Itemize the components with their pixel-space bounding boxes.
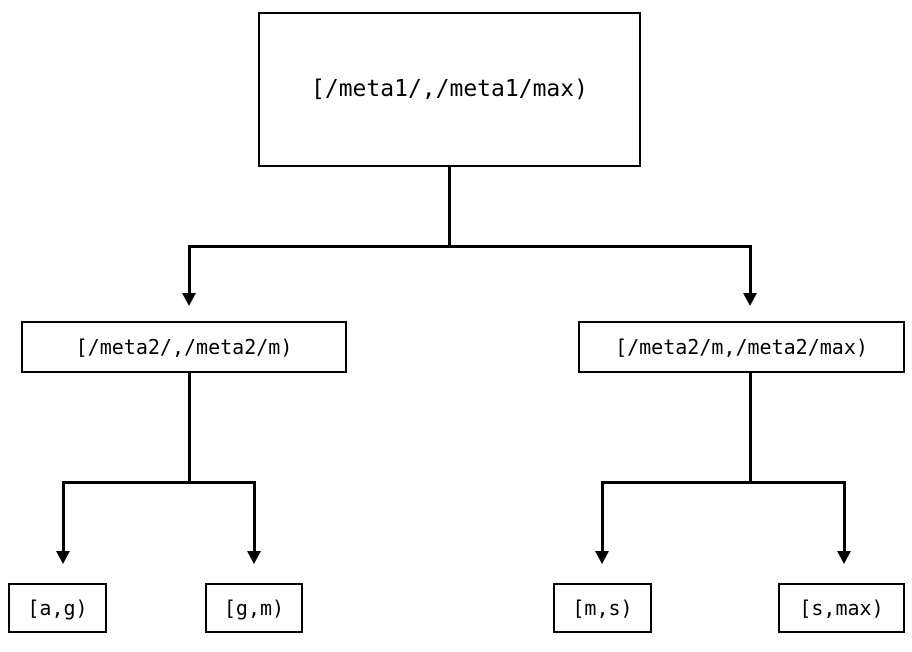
arrowhead-mid-right-to-leaf3 bbox=[595, 551, 609, 564]
edge-mid-right-to-leaf4-drop bbox=[843, 481, 846, 551]
edge-root-bus bbox=[188, 245, 752, 248]
edge-mid-left-stem bbox=[188, 373, 191, 484]
tree-node-leaf-a-g-label: [a,g) bbox=[27, 596, 88, 620]
edge-root-to-mid-right-drop bbox=[749, 245, 752, 293]
tree-node-leaf-s-max[interactable]: [s,max) bbox=[778, 583, 905, 633]
edge-mid-left-bus bbox=[62, 481, 256, 484]
edge-root-to-mid-left-drop bbox=[188, 245, 191, 293]
arrowhead-mid-left-to-leaf1 bbox=[56, 551, 70, 564]
tree-node-mid-right[interactable]: [/meta2/m,/meta2/max) bbox=[578, 321, 905, 373]
tree-node-leaf-m-s-label: [m,s) bbox=[572, 596, 633, 620]
tree-node-leaf-m-s[interactable]: [m,s) bbox=[553, 583, 652, 633]
tree-node-root-label: [/meta1/,/meta1/max) bbox=[311, 76, 588, 102]
edge-mid-right-stem bbox=[749, 373, 752, 484]
tree-node-leaf-s-max-label: [s,max) bbox=[799, 596, 884, 620]
tree-node-mid-left-label: [/meta2/,/meta2/m) bbox=[75, 335, 293, 359]
tree-node-mid-right-label: [/meta2/m,/meta2/max) bbox=[615, 335, 868, 359]
tree-node-leaf-g-m[interactable]: [g,m) bbox=[205, 583, 303, 633]
edge-root-stem bbox=[448, 167, 451, 247]
edge-mid-left-to-leaf1-drop bbox=[62, 481, 65, 551]
edge-mid-right-bus bbox=[601, 481, 846, 484]
edge-mid-right-to-leaf3-drop bbox=[601, 481, 604, 551]
tree-node-root[interactable]: [/meta1/,/meta1/max) bbox=[258, 12, 641, 167]
edge-mid-left-to-leaf2-drop bbox=[253, 481, 256, 551]
tree-node-mid-left[interactable]: [/meta2/,/meta2/m) bbox=[21, 321, 347, 373]
arrowhead-mid-right-to-leaf4 bbox=[837, 551, 851, 564]
arrowhead-root-to-mid-left bbox=[182, 293, 196, 306]
tree-node-leaf-a-g[interactable]: [a,g) bbox=[8, 583, 107, 633]
arrowhead-root-to-mid-right bbox=[743, 293, 757, 306]
tree-node-leaf-g-m-label: [g,m) bbox=[223, 596, 285, 620]
arrowhead-mid-left-to-leaf2 bbox=[247, 551, 261, 564]
